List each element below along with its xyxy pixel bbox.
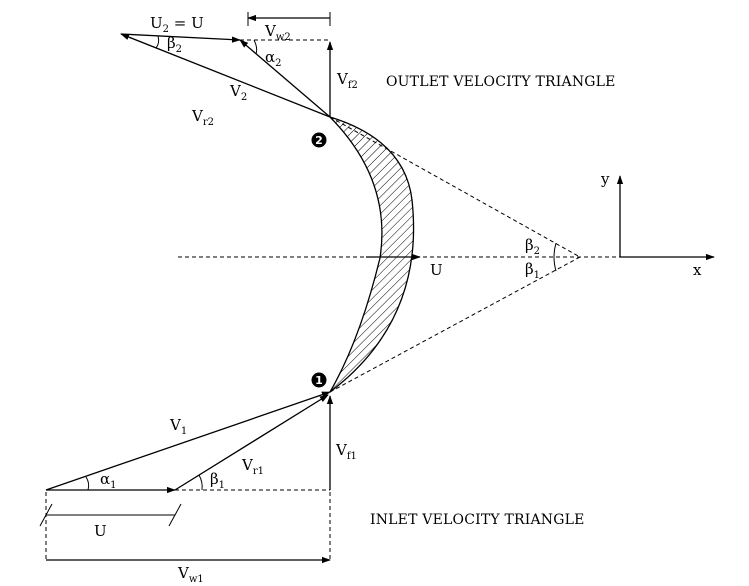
vf1-label: Vf1 (335, 441, 357, 462)
u1-label: U (94, 522, 107, 540)
beta1-center-label: β1 (525, 260, 540, 281)
blade-velocity-label: U (430, 261, 443, 279)
u2-label: U2 = U (150, 14, 204, 35)
outlet-marker-number: 2 (315, 134, 323, 147)
beta2-arc (155, 35, 160, 49)
construction-lines (45, 39, 620, 562)
v2-arrow (239, 39, 331, 118)
blade-section (329, 116, 415, 393)
beta2-center-label: β2 (525, 236, 540, 257)
u1-dim-right-tick (168, 503, 182, 527)
center-angle-arc (553, 242, 557, 272)
v1-arrow (45, 391, 331, 491)
vr1-label: Vr1 (241, 456, 264, 477)
vr1-arrow (174, 394, 329, 491)
outlet-caption: OUTLET VELOCITY TRIANGLE (386, 74, 616, 90)
alpha2-arc (253, 39, 258, 55)
inlet-marker-number: 1 (315, 374, 323, 387)
v2-label: V2 (229, 82, 247, 103)
u2-arrow (120, 33, 241, 43)
blade (329, 116, 415, 393)
outlet-marker: 2 (311, 132, 327, 148)
alpha1-arc (85, 476, 90, 491)
beta1-label: β1 (210, 470, 225, 491)
inlet-caption: INLET VELOCITY TRIANGLE (370, 512, 585, 528)
outlet-tangent-line (329, 116, 581, 258)
vr2-label: Vr2 (191, 107, 214, 128)
inlet-tangent-line (329, 256, 581, 393)
coordinate-axes: x y (600, 170, 715, 279)
outlet-triangle (120, 12, 334, 118)
vw1-label: Vw1 (177, 564, 204, 585)
y-axis-label: y (600, 170, 610, 188)
inlet-triangle (39, 391, 334, 564)
alpha2-label: α2 (265, 48, 282, 69)
inlet-marker-circle (311, 372, 327, 388)
center-angles: β2 β1 (525, 236, 557, 281)
beta1-arc (198, 474, 203, 491)
vf2-label: Vf2 (336, 70, 358, 91)
inlet-marker: 1 (311, 372, 327, 388)
x-axis-label: x (693, 261, 702, 279)
vw2-label: Vw2 (264, 22, 291, 43)
v1-label: V1 (169, 416, 187, 437)
outlet-marker-circle (311, 132, 327, 148)
alpha1-label: α1 (100, 470, 117, 491)
u1-dim-left-tick (39, 503, 53, 527)
beta2-label: β2 (167, 34, 182, 55)
vr2-arrow (120, 33, 331, 118)
